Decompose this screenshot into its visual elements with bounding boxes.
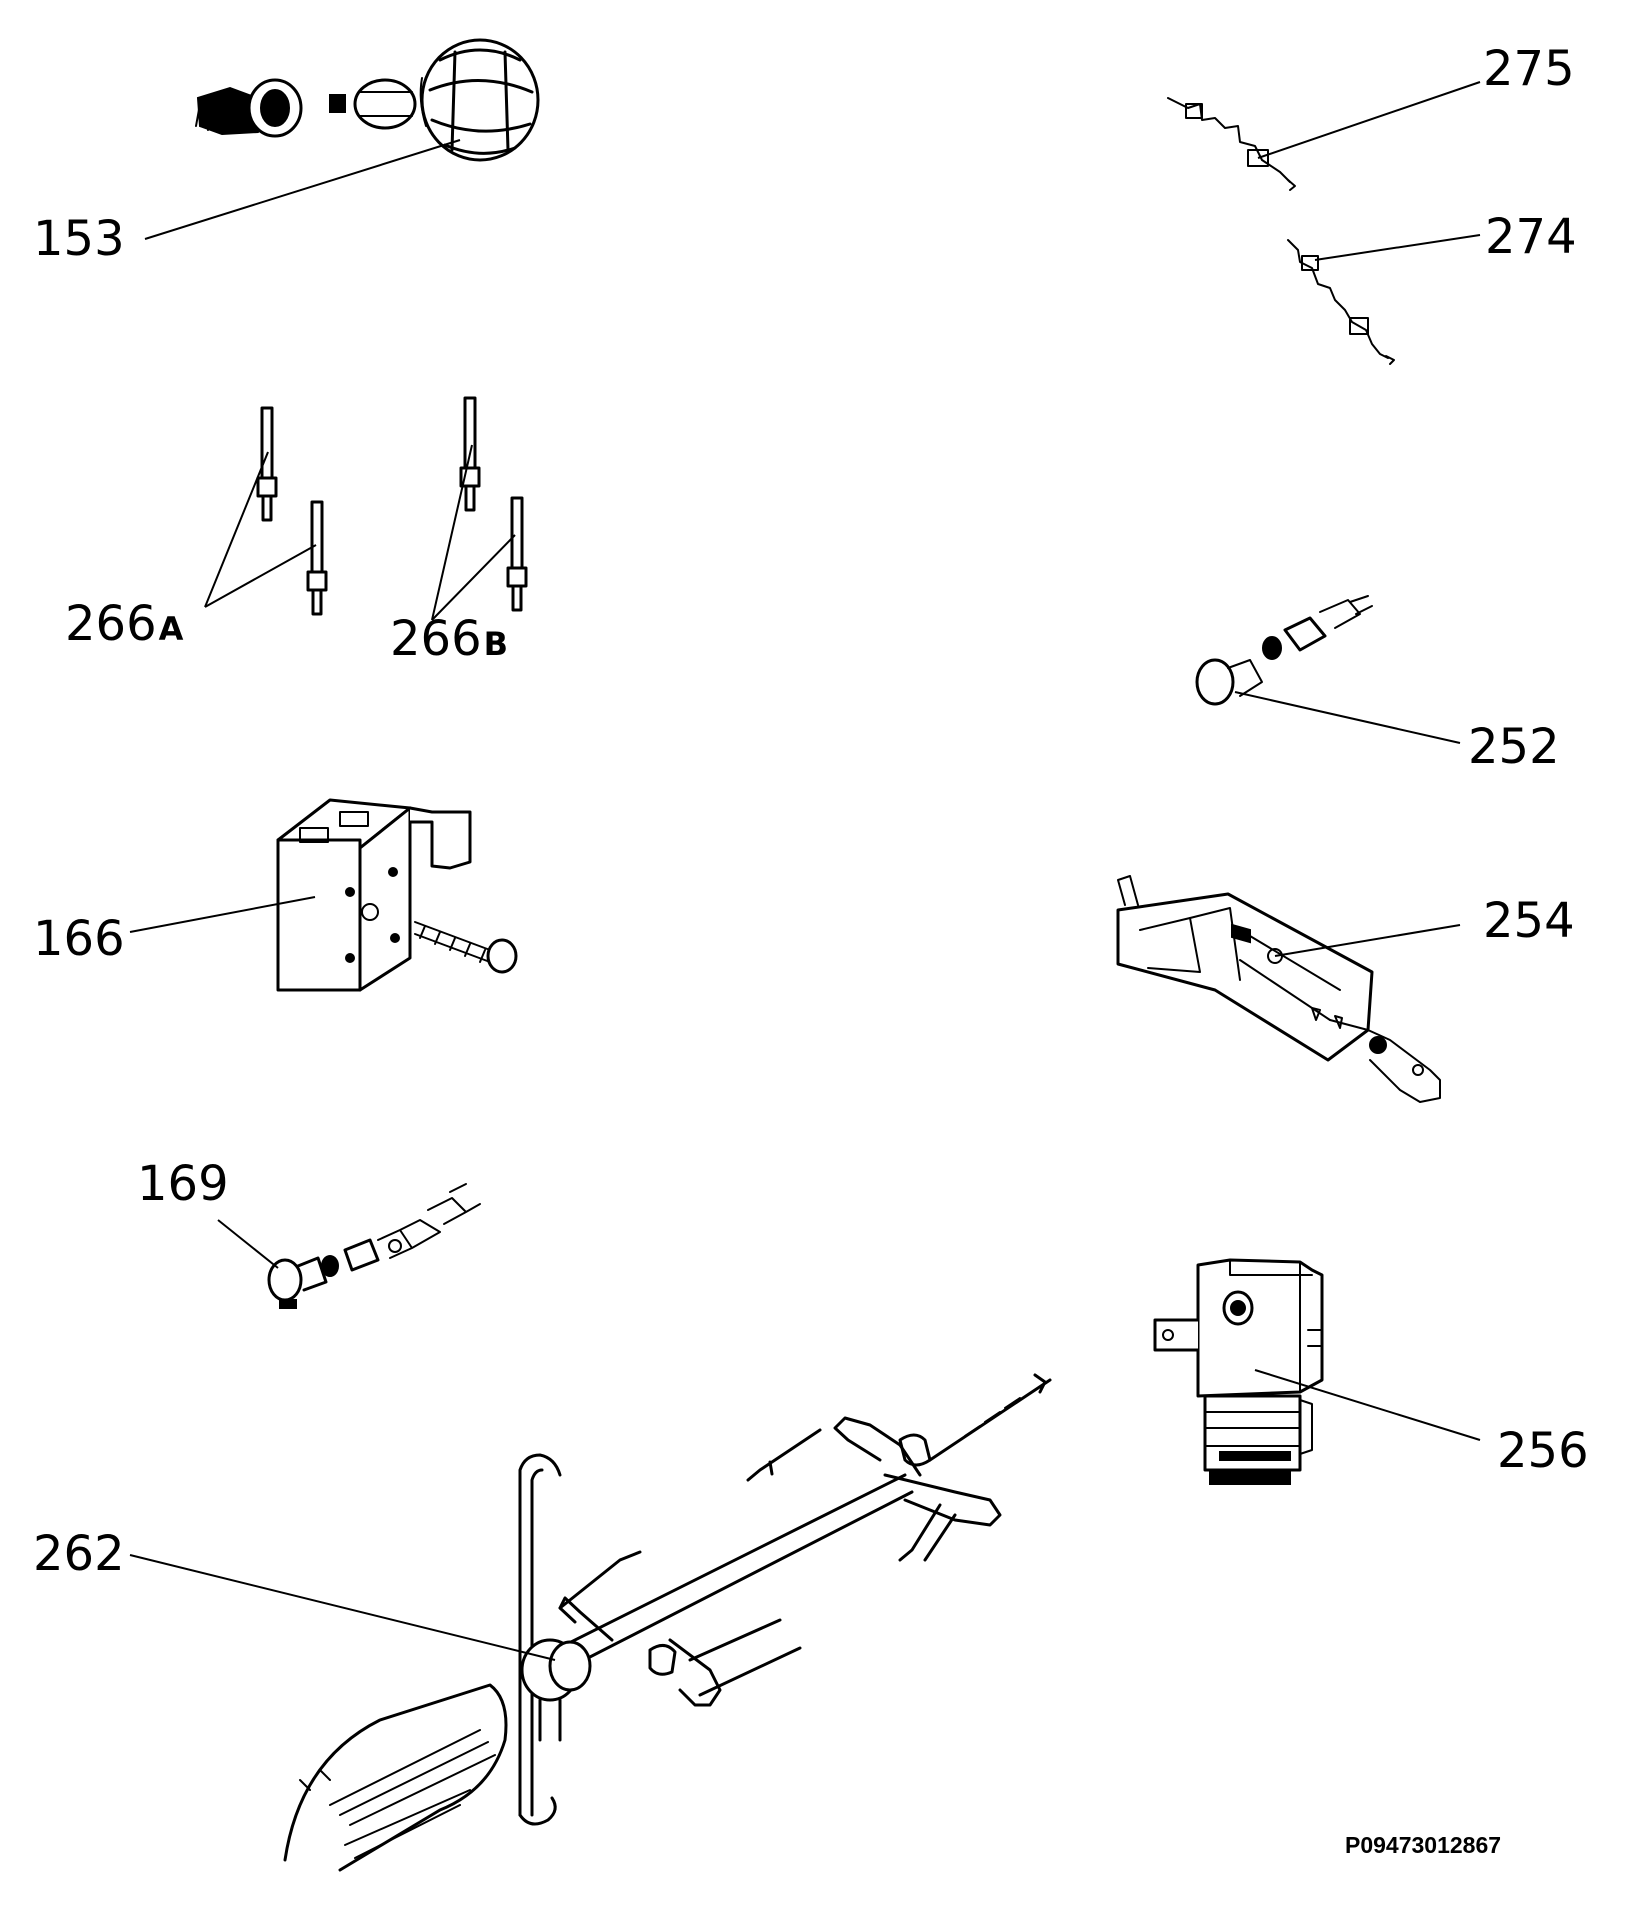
leader-166 (129, 896, 316, 933)
part-275-wire (1167, 97, 1296, 191)
part-266a-electrodes (256, 406, 328, 616)
leader-153 (144, 139, 461, 240)
leader-266a-1 (204, 451, 269, 608)
part-256-valve (1153, 1258, 1324, 1485)
label-166: 166 (33, 911, 125, 967)
label-169: 169 (137, 1156, 229, 1212)
part-274-wire (1287, 239, 1395, 365)
label-275: 275 (1483, 41, 1575, 97)
leader-254 (1274, 924, 1461, 957)
label-266a-suffix: A (158, 610, 184, 648)
leader-266b-2 (431, 534, 516, 621)
label-266a-number: 266 (65, 596, 157, 652)
part-266b-electrodes (459, 396, 528, 612)
label-266a: 266A (65, 600, 183, 648)
part-252-lamp (1195, 595, 1373, 706)
part-254-ignition-unit (1116, 875, 1441, 1103)
leader-262 (129, 1554, 556, 1661)
label-274: 274 (1485, 209, 1577, 265)
leader-266b-1 (431, 444, 473, 621)
label-256: 256 (1497, 1423, 1589, 1479)
leader-169 (217, 1219, 279, 1269)
leader-266a-2 (204, 544, 317, 608)
leader-274 (1314, 234, 1481, 261)
part-166-switch-block (276, 798, 518, 992)
leader-275 (1257, 81, 1481, 159)
label-266b-number: 266 (390, 611, 482, 667)
drawing-code: P09473012867 (1345, 1832, 1502, 1858)
leader-256 (1254, 1369, 1481, 1441)
label-153: 153 (33, 211, 125, 267)
part-169-lamp-assembly (267, 1183, 481, 1309)
leader-252 (1234, 691, 1461, 744)
label-266b: 266B (390, 615, 508, 663)
part-153-lamp-knob (195, 38, 540, 162)
label-252: 252 (1468, 719, 1560, 775)
label-266b-suffix: B (483, 625, 509, 663)
label-254: 254 (1483, 893, 1575, 949)
label-262: 262 (33, 1526, 125, 1582)
